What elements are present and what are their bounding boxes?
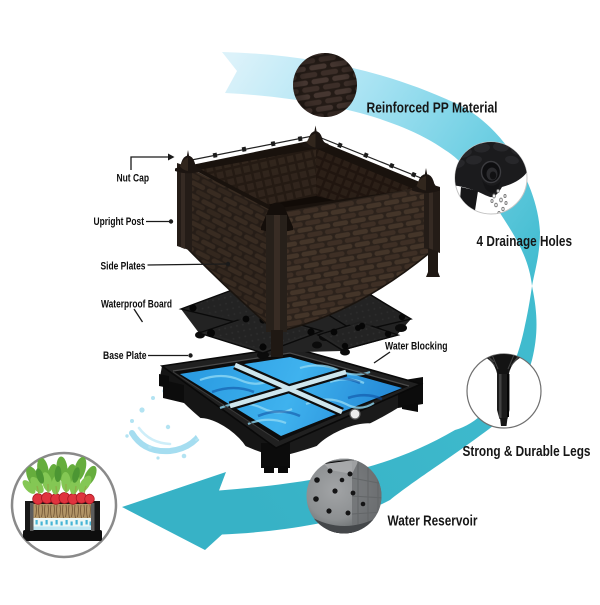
svg-text:Water Blocking: Water Blocking: [385, 341, 448, 353]
svg-text:Strong & Durable Legs: Strong & Durable Legs: [463, 444, 591, 460]
svg-text:Upright Post: Upright Post: [94, 216, 145, 228]
svg-text:Nut Cap: Nut Cap: [117, 173, 150, 185]
svg-text:Water Reservoir: Water Reservoir: [388, 514, 478, 530]
svg-text:Base Plate: Base Plate: [103, 350, 147, 362]
svg-text:Side Plates: Side Plates: [101, 261, 146, 273]
svg-text:Reinforced PP Material: Reinforced PP Material: [367, 101, 498, 117]
svg-text:Waterproof Board: Waterproof Board: [101, 299, 172, 311]
svg-text:4 Drainage Holes: 4 Drainage Holes: [477, 234, 573, 250]
